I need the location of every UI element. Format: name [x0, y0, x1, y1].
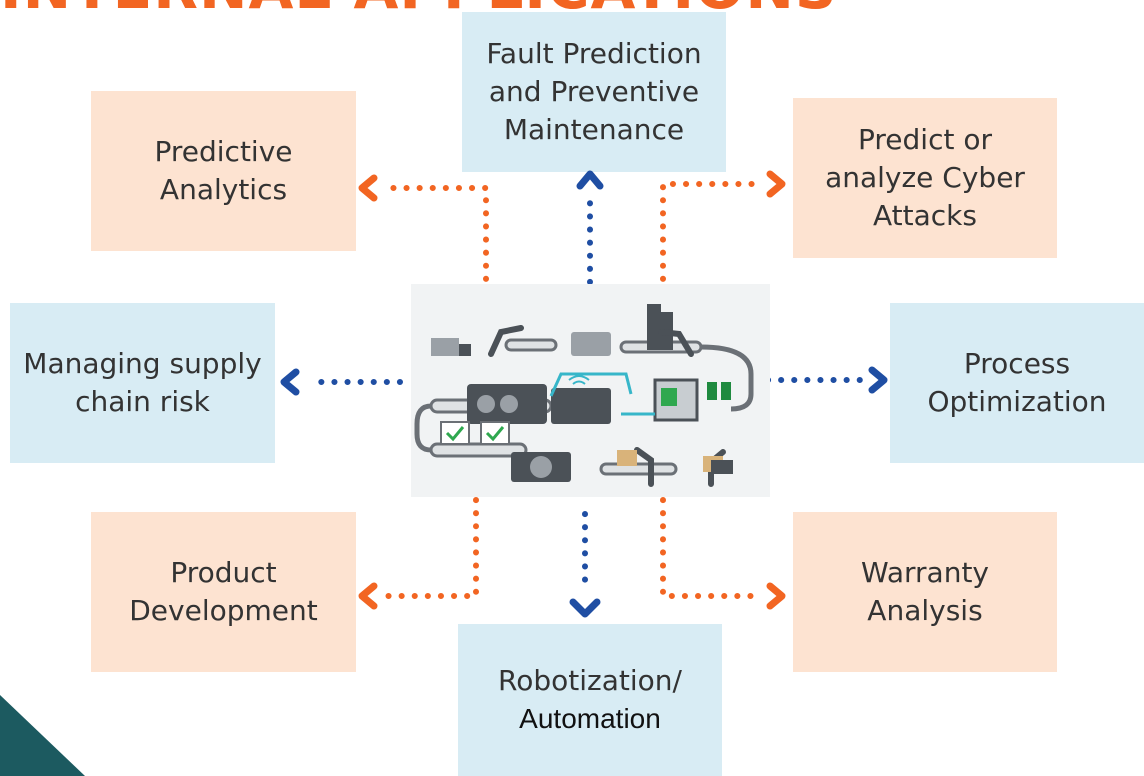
product-development-line-2: Development [129, 594, 318, 627]
cyber-attacks-line-3: Attacks [873, 199, 977, 232]
arrowhead-fault-prediction [576, 170, 604, 190]
connector-predictive-analytics [389, 185, 489, 295]
cyber-attacks-line-1: Predict or [858, 123, 992, 156]
arrowhead-cyber-attacks [766, 170, 786, 198]
warranty-analysis-line-1: Warranty [860, 556, 990, 589]
robotization-box: Robotization/ Automation [458, 624, 722, 776]
fault-prediction-box: Fault Prediction and Preventive Maintena… [462, 12, 726, 172]
predictive-analytics-line-1: Predictive [154, 135, 293, 168]
robotization-line-1: Robotization/ [498, 664, 682, 697]
arrowhead-predictive-analytics [358, 174, 378, 202]
predictive-analytics-box: Predictive Analytics [91, 91, 356, 251]
supply-chain-line-1: Managing supply [23, 347, 262, 380]
supply-chain-box: Managing supply chain risk [10, 303, 275, 463]
cyber-attacks-box: Predict or analyze Cyber Attacks [793, 98, 1057, 258]
warranty-analysis-box: Warranty Analysis [793, 512, 1057, 672]
cyber-attacks-line-2: analyze Cyber [825, 161, 1025, 194]
robotization-line-2: Automation [519, 703, 661, 734]
arrowhead-process-optimization [868, 366, 888, 394]
fault-prediction-line-3: Maintenance [503, 113, 685, 146]
supply-chain-line-2: chain risk [75, 385, 210, 418]
connector-warranty-analysis [660, 497, 761, 599]
connector-cyber-attacks [660, 181, 761, 295]
product-development-box: Product Development [91, 512, 356, 672]
process-optimization-box: Process Optimization [890, 303, 1144, 463]
smart-factory-illustration-icon [411, 284, 770, 497]
arrowhead-robotization [569, 598, 601, 618]
process-optimization-line-1: Process [963, 347, 1071, 380]
warranty-analysis-line-2: Analysis [867, 594, 983, 627]
process-optimization-line-2: Optimization [927, 385, 1107, 418]
arrowhead-product-development [358, 582, 378, 610]
fault-prediction-line-1: Fault Prediction [486, 37, 702, 70]
arrowhead-warranty-analysis [766, 582, 786, 610]
product-development-line-1: Product [170, 556, 277, 589]
predictive-analytics-line-2: Analytics [159, 173, 288, 206]
arrowhead-supply-chain [280, 368, 300, 396]
connector-product-development [385, 497, 479, 599]
fault-prediction-line-2: and Preventive [488, 75, 700, 108]
